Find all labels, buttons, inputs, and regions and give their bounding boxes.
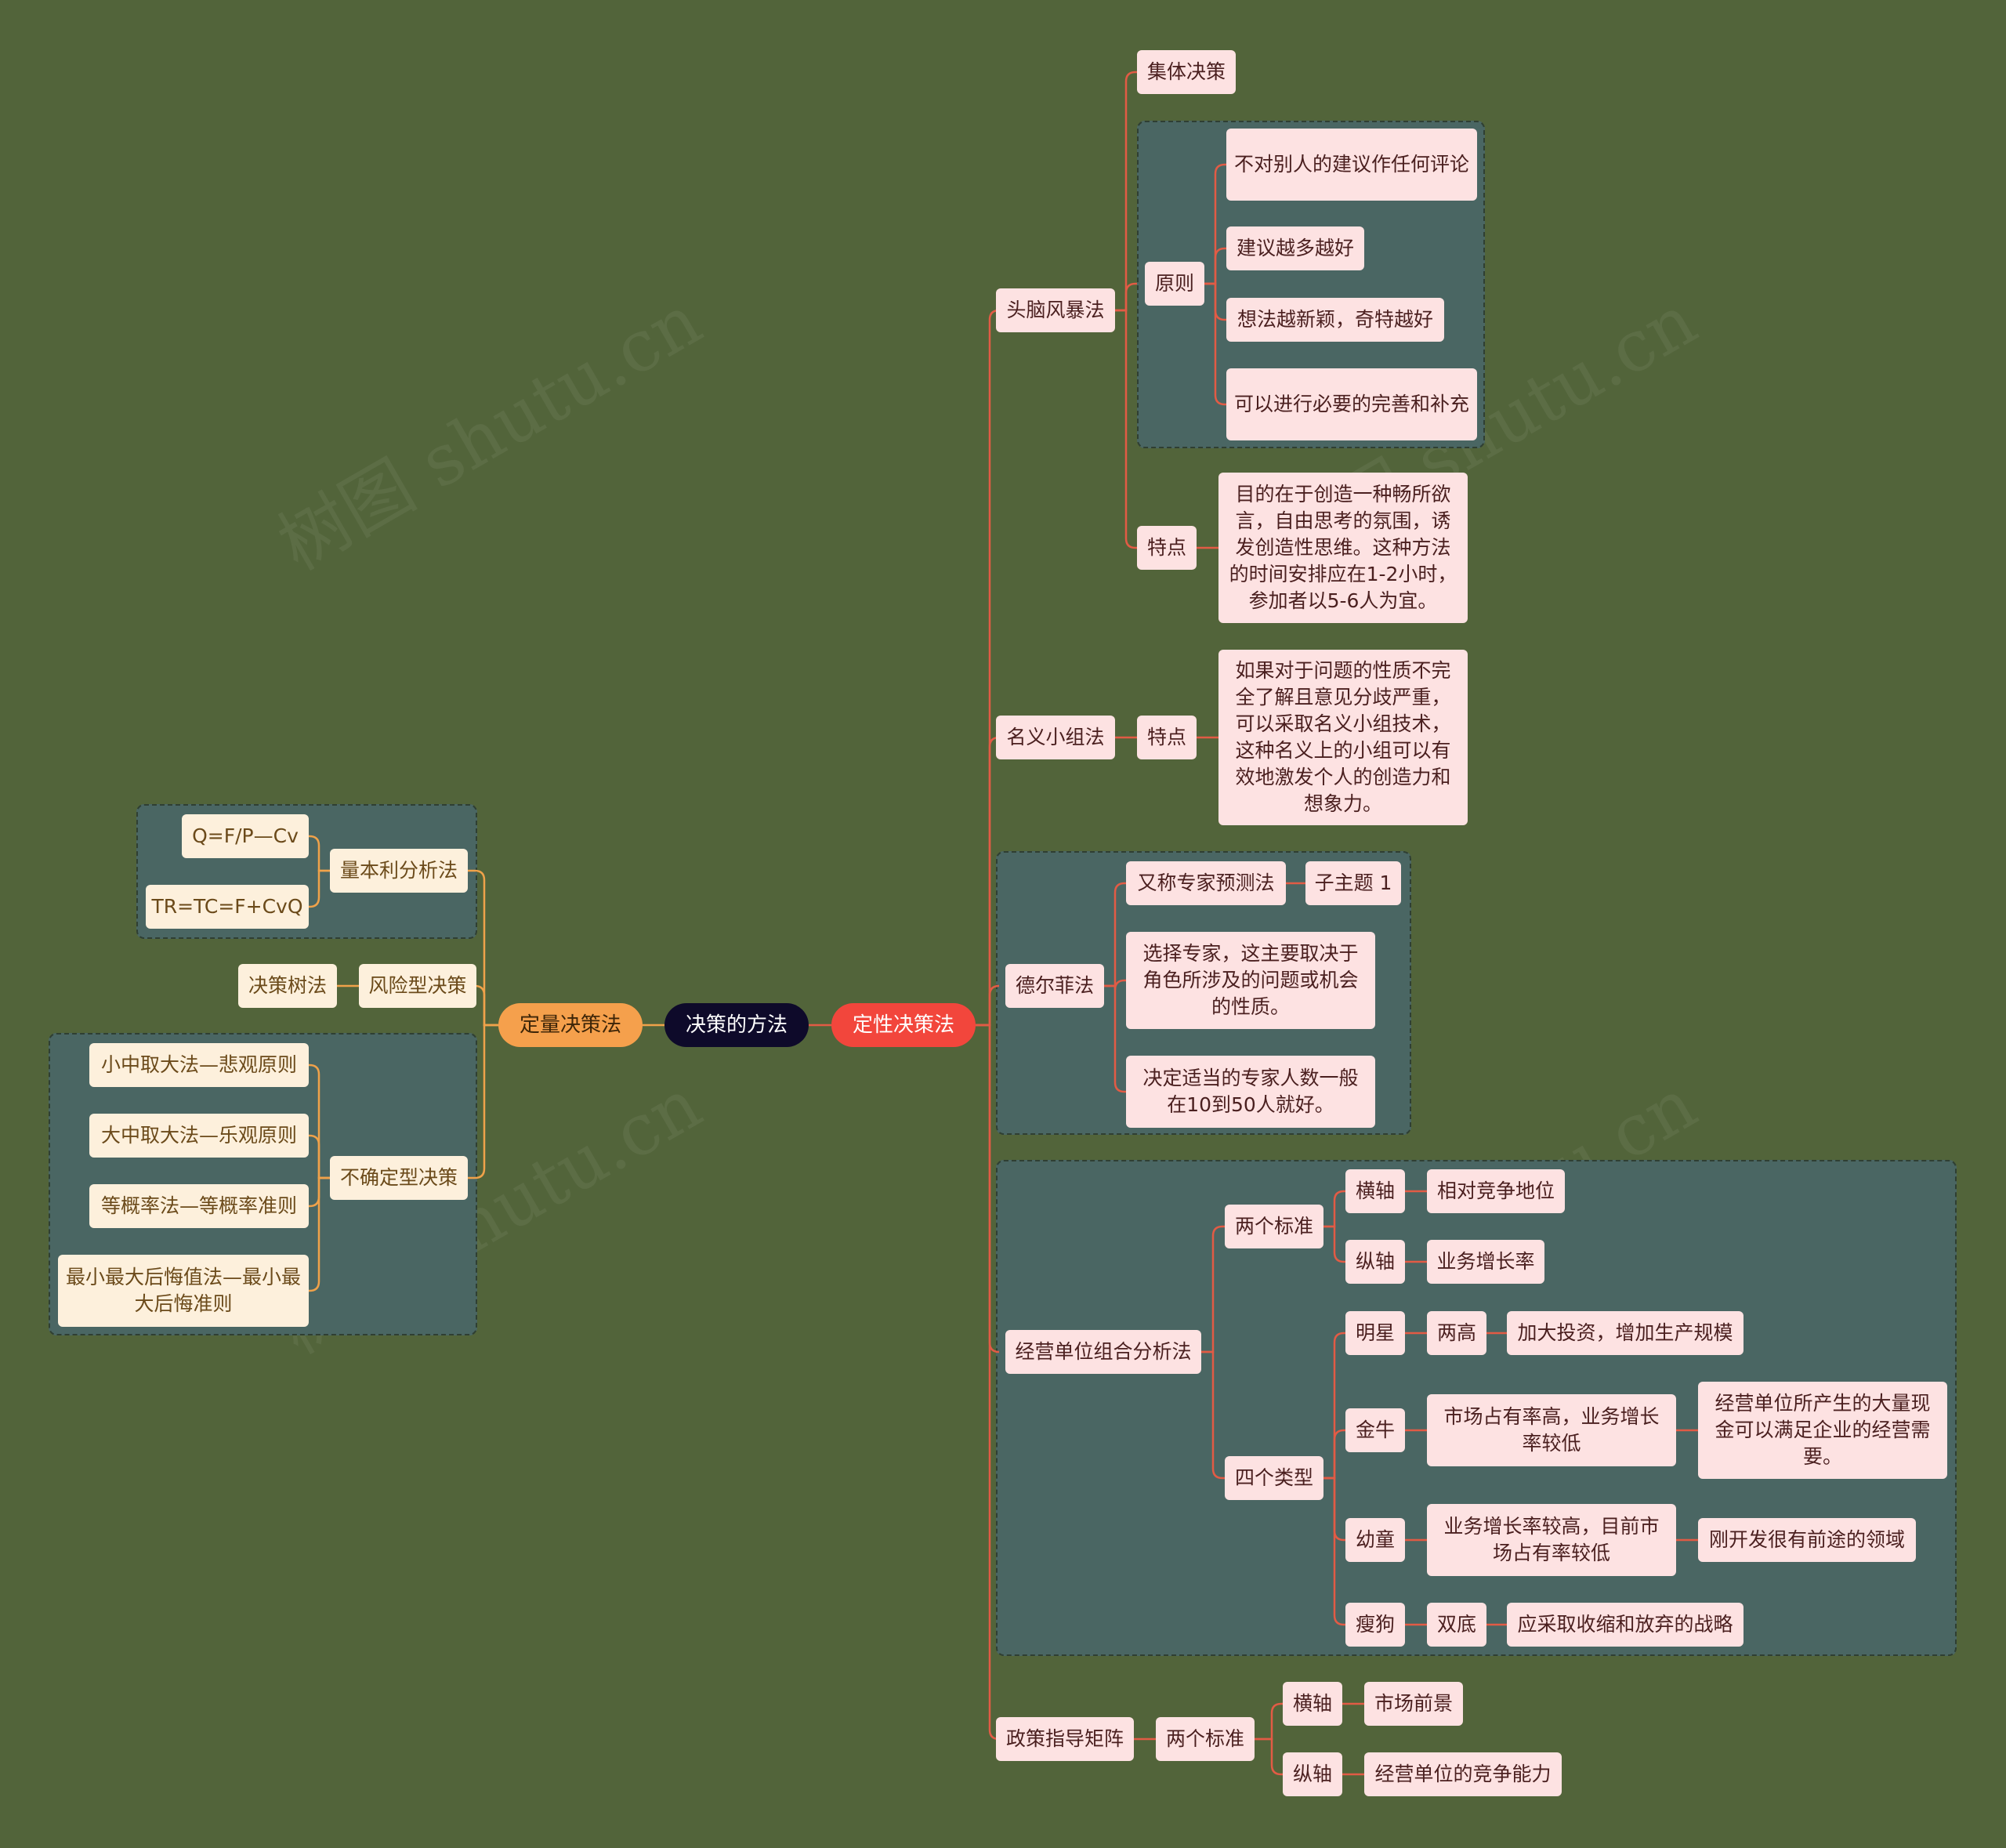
decision-tree[interactable]: 决策树法 (238, 964, 337, 1008)
star-desc[interactable]: 两高 (1427, 1311, 1486, 1355)
quantitative-method[interactable]: 定量决策法 (498, 1003, 643, 1047)
policy-matrix-method[interactable]: 政策指导矩阵 (996, 1717, 1134, 1761)
two-standards-node[interactable]: 两个标准 (1225, 1205, 1323, 1248)
cash-cow-desc[interactable]: 市场占有率高，业务增长率较低 (1427, 1394, 1676, 1466)
connector (1255, 1702, 1283, 1741)
principle-item[interactable]: 可以进行必要的完善和补充 (1226, 368, 1477, 440)
breakeven-analysis[interactable]: 量本利分析法 (330, 849, 468, 893)
formula-item[interactable]: Q=F/P—Cv (182, 814, 309, 858)
connector (309, 835, 330, 872)
connector (309, 1176, 330, 1292)
delphi-expert-count[interactable]: 决定适当的专家人数一般在10到50人就好。 (1126, 1056, 1375, 1128)
cash-cow-action[interactable]: 经营单位所产生的大量现金可以满足企业的经营需要。 (1698, 1382, 1947, 1479)
vertical-axis-value[interactable]: 业务增长率 (1427, 1240, 1544, 1284)
connector (1255, 1737, 1283, 1776)
nominal-feature-text[interactable]: 如果对于问题的性质不完全了解且意见分歧严重，可以采取名义小组技术，这种名义上的小… (1218, 650, 1468, 825)
connector (1201, 1350, 1225, 1480)
delphi-method[interactable]: 德尔菲法 (1005, 964, 1104, 1008)
connector (1204, 247, 1226, 285)
connector (309, 869, 330, 908)
connector (1104, 882, 1126, 987)
connector (1323, 1477, 1345, 1626)
star-type[interactable]: 明星 (1345, 1311, 1405, 1355)
dog-type[interactable]: 瘦狗 (1345, 1603, 1405, 1647)
feature-node[interactable]: 特点 (1137, 526, 1197, 570)
vertical-axis[interactable]: 纵轴 (1283, 1752, 1342, 1796)
root-topic[interactable]: 决策的方法 (664, 1003, 809, 1047)
risk-decision[interactable]: 风险型决策 (359, 964, 476, 1008)
two-standards-node[interactable]: 两个标准 (1156, 1717, 1255, 1761)
connector (1115, 282, 1137, 312)
connector (468, 1024, 498, 1179)
feature-node[interactable]: 特点 (1137, 716, 1197, 759)
connector (309, 1064, 330, 1179)
uncertain-criterion[interactable]: 小中取大法—悲观原则 (89, 1043, 309, 1087)
connector (976, 1024, 1000, 1353)
delphi-subtopic[interactable]: 子主题 1 (1305, 861, 1401, 905)
delphi-select-experts[interactable]: 选择专家，这主要取决于角色所涉及的问题或机会的性质。 (1126, 932, 1375, 1029)
question-mark-desc[interactable]: 业务增长率较高，目前市场占有率较低 (1427, 1504, 1676, 1576)
connector (1323, 1190, 1345, 1228)
connector (1323, 1332, 1345, 1480)
principle-item[interactable]: 不对别人的建议作任何评论 (1226, 129, 1477, 201)
connector (309, 1134, 330, 1179)
horizontal-axis-value[interactable]: 市场前景 (1364, 1682, 1463, 1726)
qualitative-method[interactable]: 定性决策法 (831, 1003, 976, 1047)
connector (1204, 282, 1226, 406)
connector (1201, 1225, 1225, 1353)
connector (976, 1024, 1000, 1741)
connector (1323, 1225, 1345, 1263)
formula-item[interactable]: TR=TC=F+CvQ (146, 885, 309, 929)
vertical-axis-value[interactable]: 经营单位的竞争能力 (1364, 1752, 1562, 1796)
question-mark-type[interactable]: 幼童 (1345, 1518, 1405, 1562)
connector (468, 869, 498, 1027)
star-action[interactable]: 加大投资，增加生产规模 (1507, 1311, 1743, 1355)
connector (1342, 1702, 1364, 1776)
connector (976, 309, 1000, 1027)
connector (1204, 163, 1226, 285)
principles-node[interactable]: 原则 (1145, 262, 1204, 306)
connector (976, 984, 1000, 1027)
connector (1115, 71, 1137, 312)
horizontal-axis[interactable]: 横轴 (1283, 1682, 1342, 1726)
nominal-group-method[interactable]: 名义小组法 (996, 716, 1115, 759)
uncertain-decision[interactable]: 不确定型决策 (330, 1156, 468, 1200)
horizontal-axis-value[interactable]: 相对竞争地位 (1427, 1169, 1565, 1213)
connector (1115, 309, 1137, 549)
uncertain-criterion[interactable]: 大中取大法—乐观原则 (89, 1114, 309, 1158)
bcg-matrix-method[interactable]: 经营单位组合分析法 (1005, 1330, 1201, 1374)
question-mark-action[interactable]: 刚开发很有前途的领域 (1698, 1518, 1916, 1562)
vertical-axis[interactable]: 纵轴 (1345, 1240, 1405, 1284)
brainstorm-feature-text[interactable]: 目的在于创造一种畅所欲言，自由思考的氛围，诱发创造性思维。这种方法的时间安排应在… (1218, 473, 1468, 623)
dog-desc[interactable]: 双底 (1427, 1603, 1486, 1647)
connector (1104, 984, 1126, 1093)
principle-item[interactable]: 建议越多越好 (1226, 226, 1364, 270)
four-types-node[interactable]: 四个类型 (1225, 1456, 1323, 1500)
brainstorm-method[interactable]: 头脑风暴法 (996, 288, 1115, 332)
horizontal-axis[interactable]: 横轴 (1345, 1169, 1405, 1213)
collective-decision[interactable]: 集体决策 (1137, 50, 1236, 94)
cash-cow-type[interactable]: 金牛 (1345, 1408, 1405, 1452)
connector (976, 736, 1000, 1027)
principle-item[interactable]: 想法越新颖，奇特越好 (1226, 298, 1444, 342)
connector (1323, 1429, 1345, 1480)
uncertain-criterion[interactable]: 等概率法—等概率准则 (89, 1184, 309, 1228)
dog-action[interactable]: 应采取收缩和放弃的战略 (1507, 1603, 1743, 1647)
delphi-alias[interactable]: 又称专家预测法 (1126, 861, 1286, 905)
uncertain-criterion[interactable]: 最小最大后悔值法—最小最大后悔准则 (58, 1255, 309, 1327)
